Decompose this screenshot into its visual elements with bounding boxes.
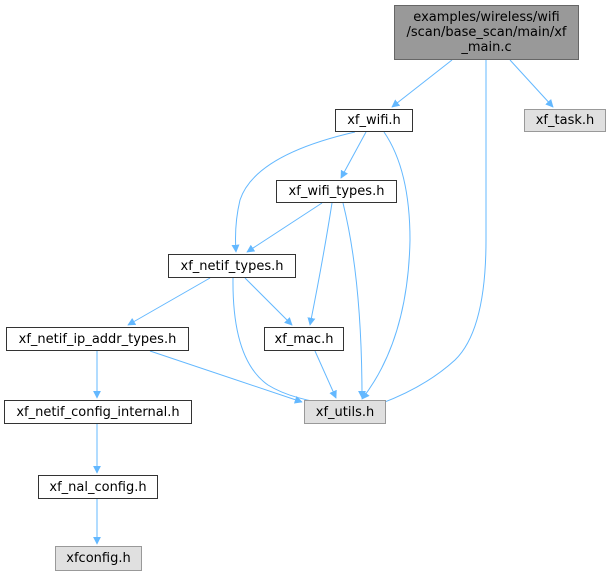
node-label: examples/wireless/wifi /scan/base_scan/m… bbox=[406, 10, 567, 55]
edge-xf-mac-to-xf-utils bbox=[314, 350, 337, 399]
node-label: xf_nal_config.h bbox=[49, 479, 147, 495]
node-label: xf_utils.h bbox=[315, 404, 375, 420]
edge-xf-wifi-to-xf-wifi-types bbox=[340, 131, 367, 179]
node-xf-main-c[interactable]: examples/wireless/wifi /scan/base_scan/m… bbox=[394, 5, 579, 60]
edge-xf-netif-ip-addr-types-to-xf-utils bbox=[149, 350, 303, 404]
node-xf-netif-ip-addr-types-h[interactable]: xf_netif_ip_addr_types.h bbox=[6, 327, 189, 351]
node-xf-utils-h[interactable]: xf_utils.h bbox=[304, 400, 386, 424]
node-xf-task-h[interactable]: xf_task.h bbox=[524, 109, 606, 132]
node-xfconfig-h[interactable]: xfconfig.h bbox=[55, 546, 142, 571]
edge-xf-wifi-to-xf-utils bbox=[361, 131, 411, 400]
node-xf-nal-config-h[interactable]: xf_nal_config.h bbox=[38, 475, 158, 499]
node-label: xf_wifi.h bbox=[347, 113, 401, 128]
node-label: xf_netif_types.h bbox=[180, 258, 284, 274]
edge-xf-netif-types-to-xf-netif-ip-addr-types bbox=[127, 277, 211, 326]
node-xf-netif-config-internal-h[interactable]: xf_netif_config_internal.h bbox=[4, 400, 192, 424]
node-xf-netif-types-h[interactable]: xf_netif_types.h bbox=[168, 254, 296, 278]
node-xf-wifi-types-h[interactable]: xf_wifi_types.h bbox=[276, 180, 397, 203]
edge-root-to-xf-wifi bbox=[391, 59, 453, 108]
edge-root-to-xf-utils bbox=[361, 60, 487, 412]
node-label: xf_mac.h bbox=[274, 331, 334, 347]
edge-xf-wifi-types-to-xf-utils bbox=[342, 202, 366, 399]
node-label: xf_task.h bbox=[535, 113, 595, 128]
edge-xf-wifi-types-to-xf-mac bbox=[307, 202, 333, 326]
node-xf-wifi-h[interactable]: xf_wifi.h bbox=[335, 109, 413, 132]
node-label: xf_netif_ip_addr_types.h bbox=[18, 331, 177, 347]
edge-xf-wifi-types-to-xf-netif-types bbox=[246, 202, 323, 253]
node-xf-mac-h[interactable]: xf_mac.h bbox=[264, 327, 344, 351]
edge-xf-wifi-to-xf-netif-types bbox=[231, 131, 356, 253]
node-label: xf_netif_config_internal.h bbox=[16, 404, 180, 420]
edge-xf-netif-types-to-xf-mac bbox=[244, 277, 293, 326]
node-label: xfconfig.h bbox=[66, 551, 131, 566]
edge-root-to-xf-task bbox=[509, 59, 554, 108]
node-label: xf_wifi_types.h bbox=[288, 184, 385, 199]
